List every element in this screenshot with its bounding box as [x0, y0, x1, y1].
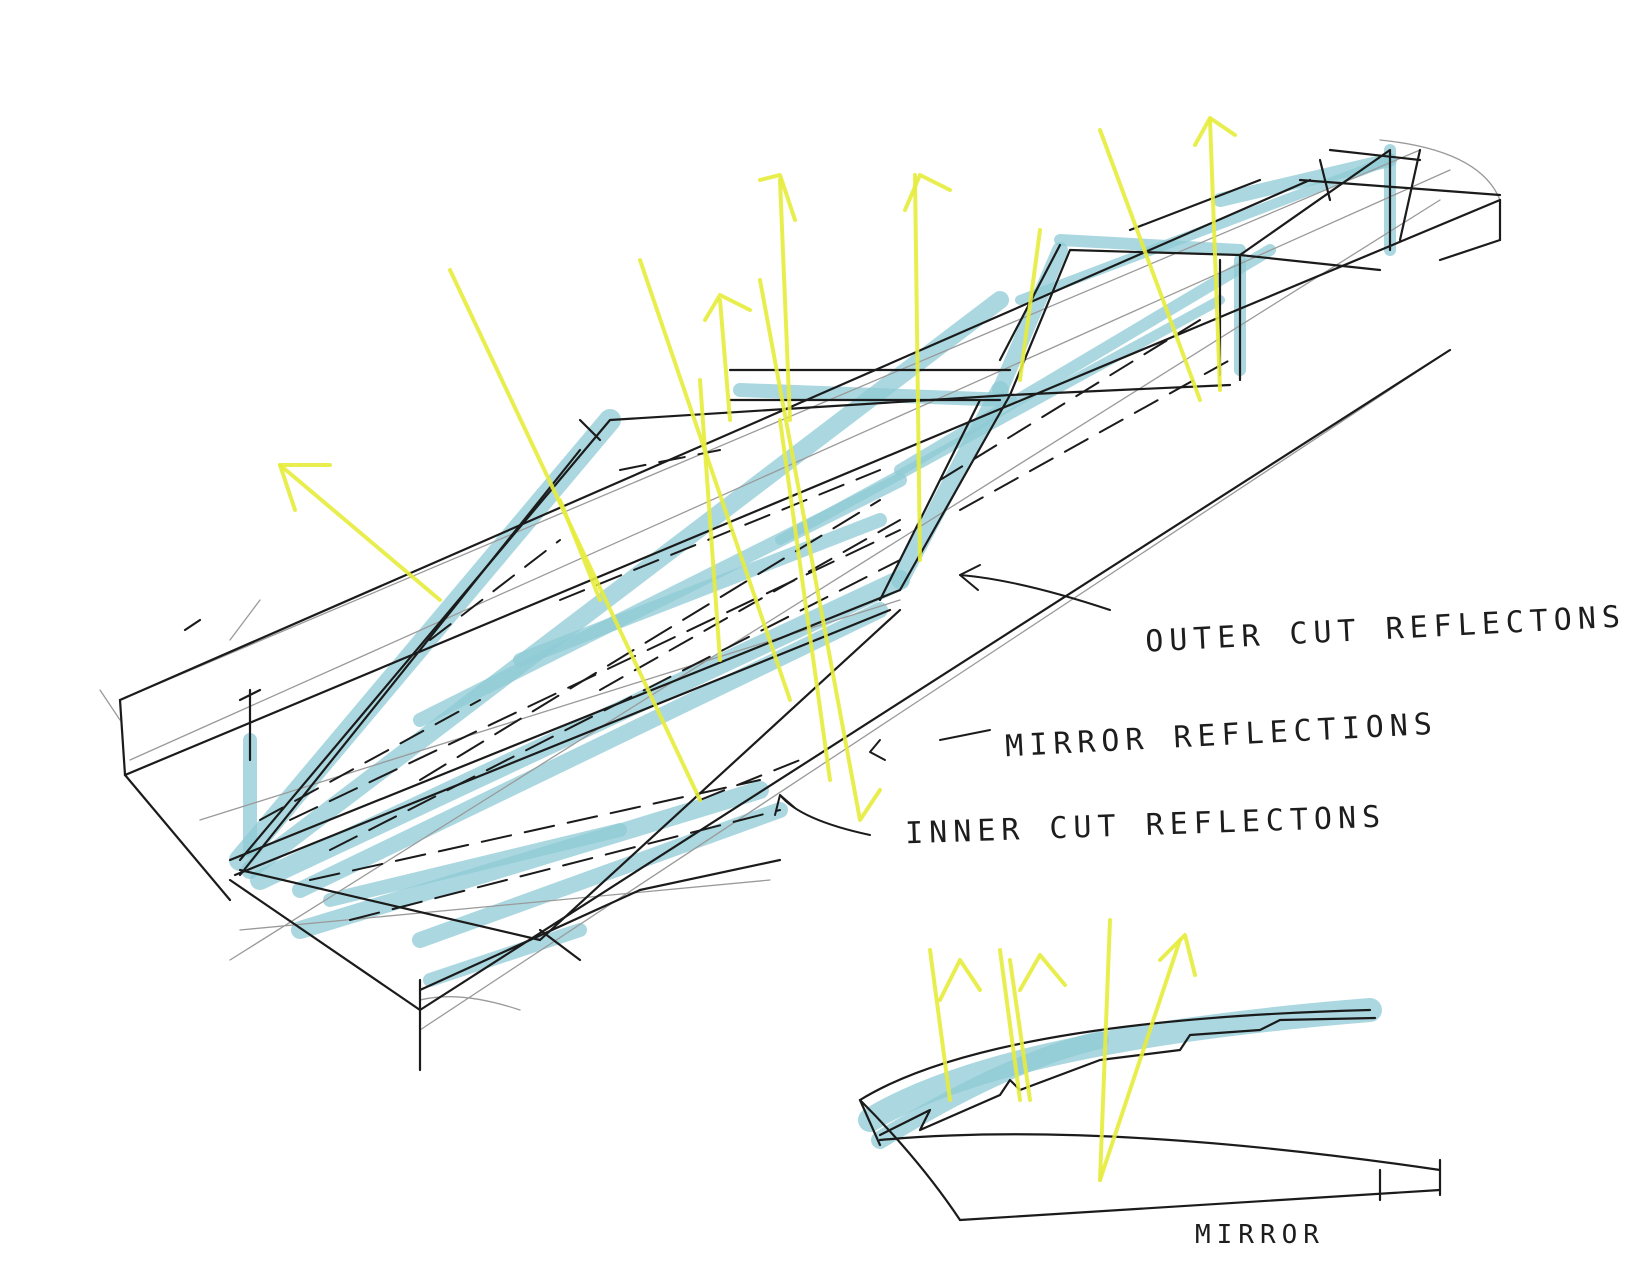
label-mirror-caption: MIRROR — [1195, 1220, 1325, 1250]
inset-mirror-diagram — [858, 918, 1442, 1222]
leader-lines — [774, 564, 1111, 836]
panel-ink-outline — [118, 148, 1502, 1072]
light-ray-arrows — [278, 116, 1237, 822]
pencil-construction-lines — [99, 139, 1501, 1031]
